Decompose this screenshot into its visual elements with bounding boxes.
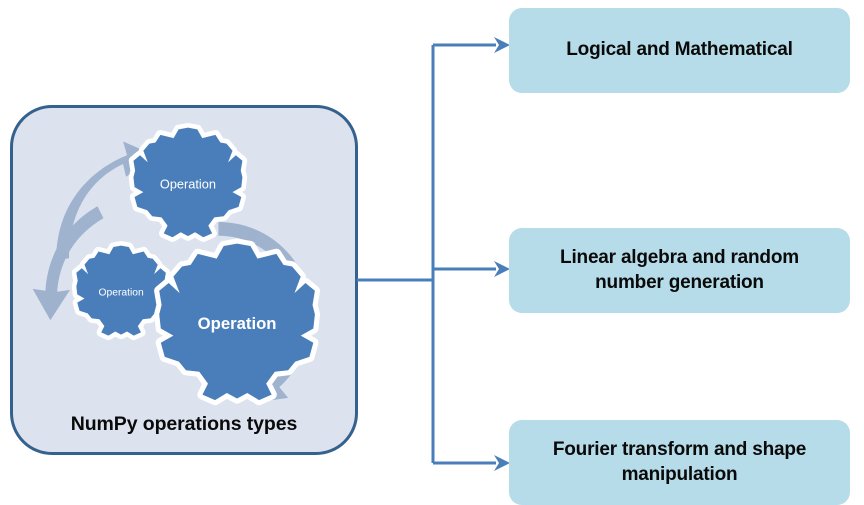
arrowhead-fourier [494, 455, 510, 471]
gear-bottom-label: Operation [198, 314, 277, 333]
branch-box-logical[interactable]: Logical and Mathematical [509, 8, 850, 93]
gears-illustration: lu Operation Operation [32, 108, 355, 452]
gear-left-label: Operation [98, 288, 143, 299]
branch-box-fourier[interactable]: Fourier transform and shape manipulation [509, 420, 850, 505]
page-title: NumPy operations types [70, 413, 298, 435]
arrowhead-logical [494, 37, 510, 53]
branch-label-logical: Logical and Mathematical [566, 39, 793, 61]
branch-box-linear[interactable]: Linear algebra and random number generat… [509, 228, 850, 313]
branch-label-fourier: Fourier transform and shape manipulation [552, 438, 807, 485]
arrowhead-linear [494, 261, 510, 277]
gear-top-label: Operation [160, 177, 216, 192]
numpy-operations-panel[interactable]: lu Operation Operation [10, 105, 358, 455]
curved-arrow-down-left [32, 206, 104, 321]
branch-label-linear: Linear algebra and random number generat… [560, 246, 799, 293]
